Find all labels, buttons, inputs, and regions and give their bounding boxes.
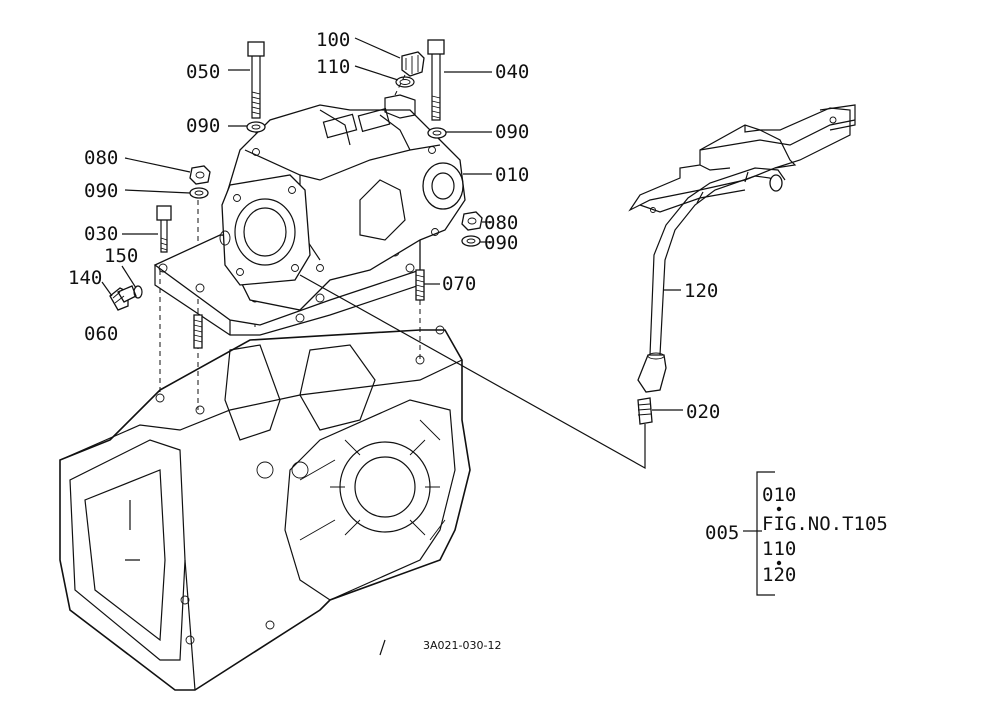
ref-010: 010 [762,484,796,506]
bolt-040 [427,39,445,121]
nut-080-left [189,165,211,185]
label-120: 120 [684,280,718,302]
reference-block: 005 010 FIG.NO.T105 110 120 [705,471,888,596]
ref-110: 110 [762,538,796,560]
washer-090-right [427,127,447,139]
label-050: 050 [186,61,220,83]
label-010: 010 [495,164,529,186]
label-080-right: 080 [484,212,518,234]
washer-090-lower-right [461,235,481,247]
leader-020-connection [299,274,646,470]
label-020: 020 [686,401,720,423]
part-labels: 100 110 050 040 090 090 080 010 090 080 … [68,29,720,423]
o-ring-110 [395,76,415,88]
label-070: 070 [442,273,476,295]
transmission-case [59,325,471,691]
ref-fig-number: FIG.NO.T105 [762,513,888,535]
label-090-lower-right: 090 [484,232,518,254]
bolt-050 [247,41,265,119]
label-090-right: 090 [495,121,529,143]
o-ring-150 [133,285,143,299]
label-040: 040 [495,61,529,83]
drawing-code: 3A021-030-12 [423,639,501,652]
washer-090-mid [189,187,209,199]
bolt-030 [156,205,172,253]
label-080-left: 080 [84,147,118,169]
fitting-020 [637,397,653,425]
control-linkage [628,104,856,213]
ref-120: 120 [762,564,796,586]
label-140: 140 [68,267,102,289]
label-030: 030 [84,223,118,245]
sensor-140 [109,285,137,311]
ref-main-005: 005 [705,522,739,544]
front-flange [219,174,311,286]
label-150: 150 [104,245,138,267]
leader-lines [101,37,757,532]
plug-100 [401,51,425,77]
label-090-left: 090 [186,115,220,137]
label-100: 100 [316,29,350,51]
nut-080-right [461,211,483,231]
stud-070-right [415,269,425,301]
label-090-mid: 090 [84,180,118,202]
label-110: 110 [316,56,350,78]
pipe-120 [637,167,786,393]
label-060: 060 [84,323,118,345]
washer-090-left [246,121,266,133]
stud-070-left [193,314,203,349]
